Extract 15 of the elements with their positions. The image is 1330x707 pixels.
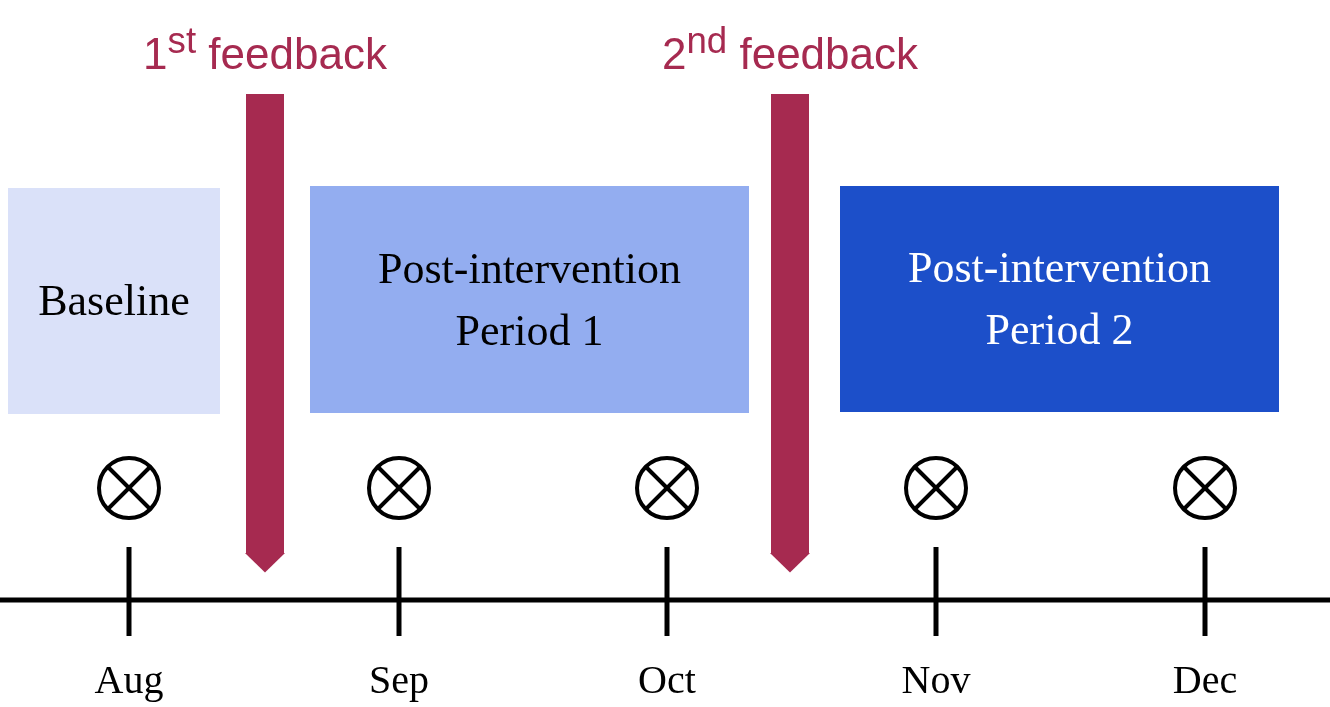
period-label: Post-intervention Period 1: [376, 242, 683, 357]
feedback-arrow: [245, 94, 285, 573]
period-box: [310, 186, 749, 413]
period-box: [840, 186, 1279, 412]
month-label: Sep: [369, 656, 429, 703]
period-label: Baseline: [38, 275, 190, 328]
period-box: [8, 188, 220, 414]
month-label: Nov: [901, 656, 971, 703]
feedback-label: 2$^{nd}$ feedback: [661, 19, 919, 79]
month-label: Aug: [94, 656, 164, 703]
period-label: Post-intervention Period 2: [906, 242, 1213, 356]
month-label: Oct: [638, 656, 696, 703]
feedback-label: 1$^{st}$ feedback: [143, 19, 387, 79]
month-label: Dec: [1172, 656, 1238, 703]
feedback-arrow: [770, 94, 810, 573]
